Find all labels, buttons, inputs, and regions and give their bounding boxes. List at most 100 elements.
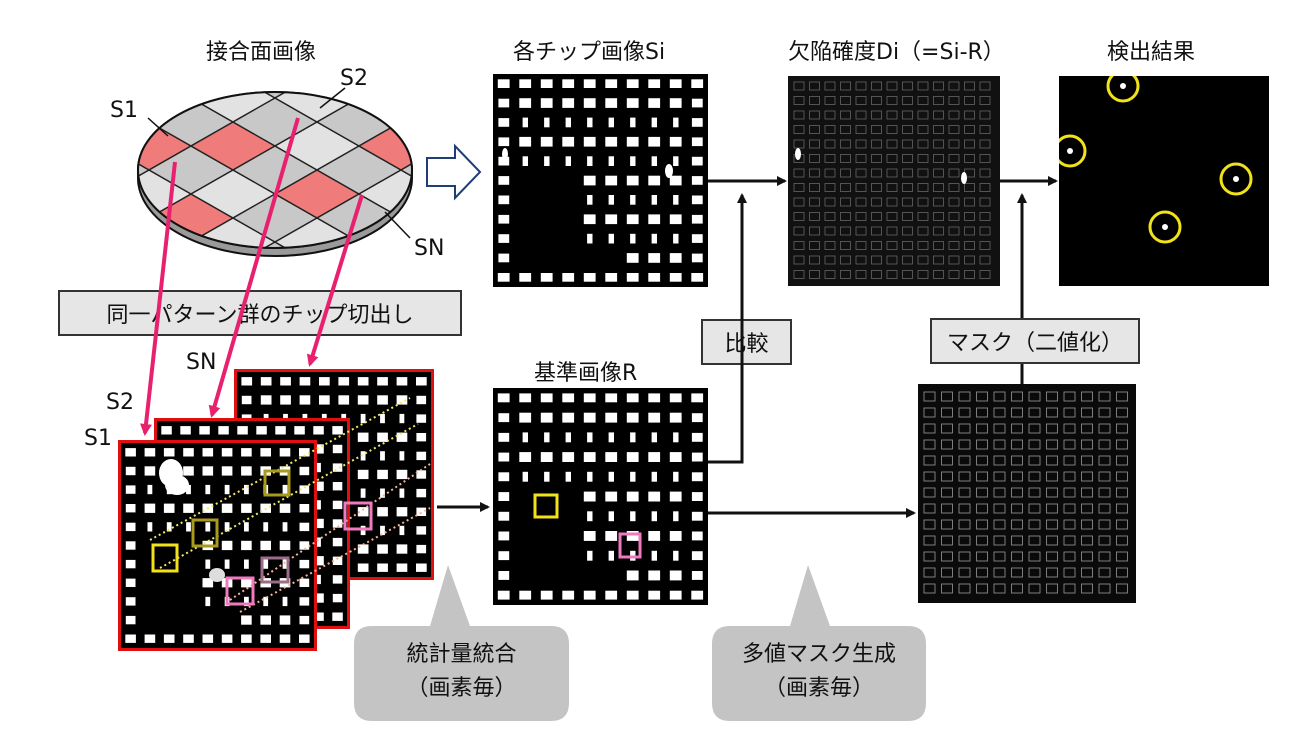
chip-pad	[583, 136, 596, 147]
mask-outline	[1011, 583, 1023, 594]
chip-pad	[583, 98, 596, 108]
wafer-cell	[149, 0, 233, 2]
mask-outline	[958, 583, 971, 594]
mask-outline	[976, 551, 988, 562]
wafer-cell	[359, 0, 443, 26]
mask-outline	[993, 583, 1006, 594]
chip-pad	[673, 432, 679, 443]
faint-outline	[824, 270, 836, 279]
mask-callout-line1: 多値マスク生成	[741, 642, 896, 667]
defect-probability-image	[788, 76, 1000, 286]
chip-pad	[544, 471, 550, 482]
faint-outline	[886, 96, 898, 105]
mask-outline	[1063, 535, 1076, 546]
mask-outline	[976, 471, 988, 482]
wafer-cell	[107, 26, 191, 74]
faint-outline	[855, 212, 867, 221]
faint-outline	[793, 226, 805, 236]
mask-outline	[958, 567, 971, 578]
mask-outline	[923, 471, 936, 482]
wafer-cell	[527, 74, 611, 122]
faint-outline	[933, 270, 944, 279]
wafer-cell	[275, 266, 359, 314]
mask-outline	[1063, 423, 1076, 434]
faint-outline	[855, 110, 867, 120]
chip-pad	[651, 471, 657, 482]
chip-pad	[691, 432, 703, 442]
chip-pad	[498, 253, 510, 263]
mask-outline	[958, 471, 971, 482]
faint-outline	[871, 139, 882, 149]
mask-outline	[1046, 567, 1058, 578]
wafer-cell	[443, 26, 527, 74]
mask-outline	[1011, 519, 1023, 530]
mask-outline	[1011, 487, 1023, 498]
chip-pad	[260, 634, 271, 643]
wafer-cell	[359, 266, 443, 314]
faint-outline	[902, 154, 913, 163]
chip-pad	[357, 377, 369, 386]
faint-outline	[824, 168, 836, 178]
faint-outline	[840, 183, 851, 192]
chip-pad	[125, 615, 136, 625]
faint-outline	[793, 125, 805, 134]
mask-outline	[1098, 487, 1111, 498]
wafer-cell	[0, 218, 23, 266]
faint-outline	[840, 81, 851, 91]
mask-outline	[976, 407, 988, 418]
mask-outline	[1028, 423, 1041, 434]
mask-outline	[1081, 535, 1093, 546]
mask-outline	[1011, 423, 1023, 434]
chip-pad	[125, 448, 136, 457]
chip-pad	[241, 634, 252, 643]
mask-outline	[958, 519, 971, 530]
faint-outline	[886, 270, 898, 279]
chip-pad	[498, 551, 510, 561]
faint-outline	[902, 270, 913, 279]
sn-label: SN	[414, 236, 445, 261]
faint-outline	[917, 125, 929, 134]
detection-circle	[1148, 210, 1182, 244]
wafer-cell	[0, 122, 23, 170]
faint-outline	[855, 270, 867, 279]
mask-outline	[1098, 471, 1111, 482]
faint-outline	[902, 241, 913, 250]
faint-outline	[964, 154, 975, 163]
mask-outline	[1063, 471, 1076, 482]
faint-outline	[809, 81, 820, 91]
wafer-cell	[485, 242, 569, 290]
reference-image-title: 基準画像R	[534, 361, 638, 386]
chip-pad	[125, 504, 136, 513]
chip-pad	[691, 551, 703, 561]
chip-pad	[669, 214, 682, 225]
mask-outline	[941, 503, 953, 514]
chip-pad	[125, 522, 136, 532]
mask-outline	[1098, 551, 1111, 562]
chip-pad	[608, 233, 614, 244]
faint-outline	[964, 197, 975, 207]
wafer-cell	[147, 92, 235, 99]
mask-outline	[993, 487, 1006, 498]
chip-image-si	[493, 74, 708, 287]
faint-outline	[824, 212, 836, 221]
chip-pad	[626, 79, 639, 88]
mask-outline	[923, 423, 936, 434]
wafer-cell	[23, 266, 107, 314]
faint-outline	[793, 139, 805, 149]
mask-outline	[941, 407, 953, 418]
mask-outline	[976, 535, 988, 546]
mask-outline	[976, 423, 988, 434]
mask-outline	[1046, 471, 1058, 482]
faint-outline	[871, 110, 882, 120]
wafer-cell	[233, 386, 317, 434]
wafer-cell	[359, 26, 443, 74]
chip-pad	[673, 195, 679, 205]
mask-outline	[976, 583, 988, 594]
chip-pad	[205, 596, 211, 607]
mask-outline	[1028, 567, 1041, 578]
defect-highlight	[795, 148, 801, 160]
faint-outline	[964, 139, 975, 149]
faint-outline	[902, 212, 913, 221]
chip-pad	[583, 175, 596, 186]
faint-outline	[871, 197, 882, 207]
